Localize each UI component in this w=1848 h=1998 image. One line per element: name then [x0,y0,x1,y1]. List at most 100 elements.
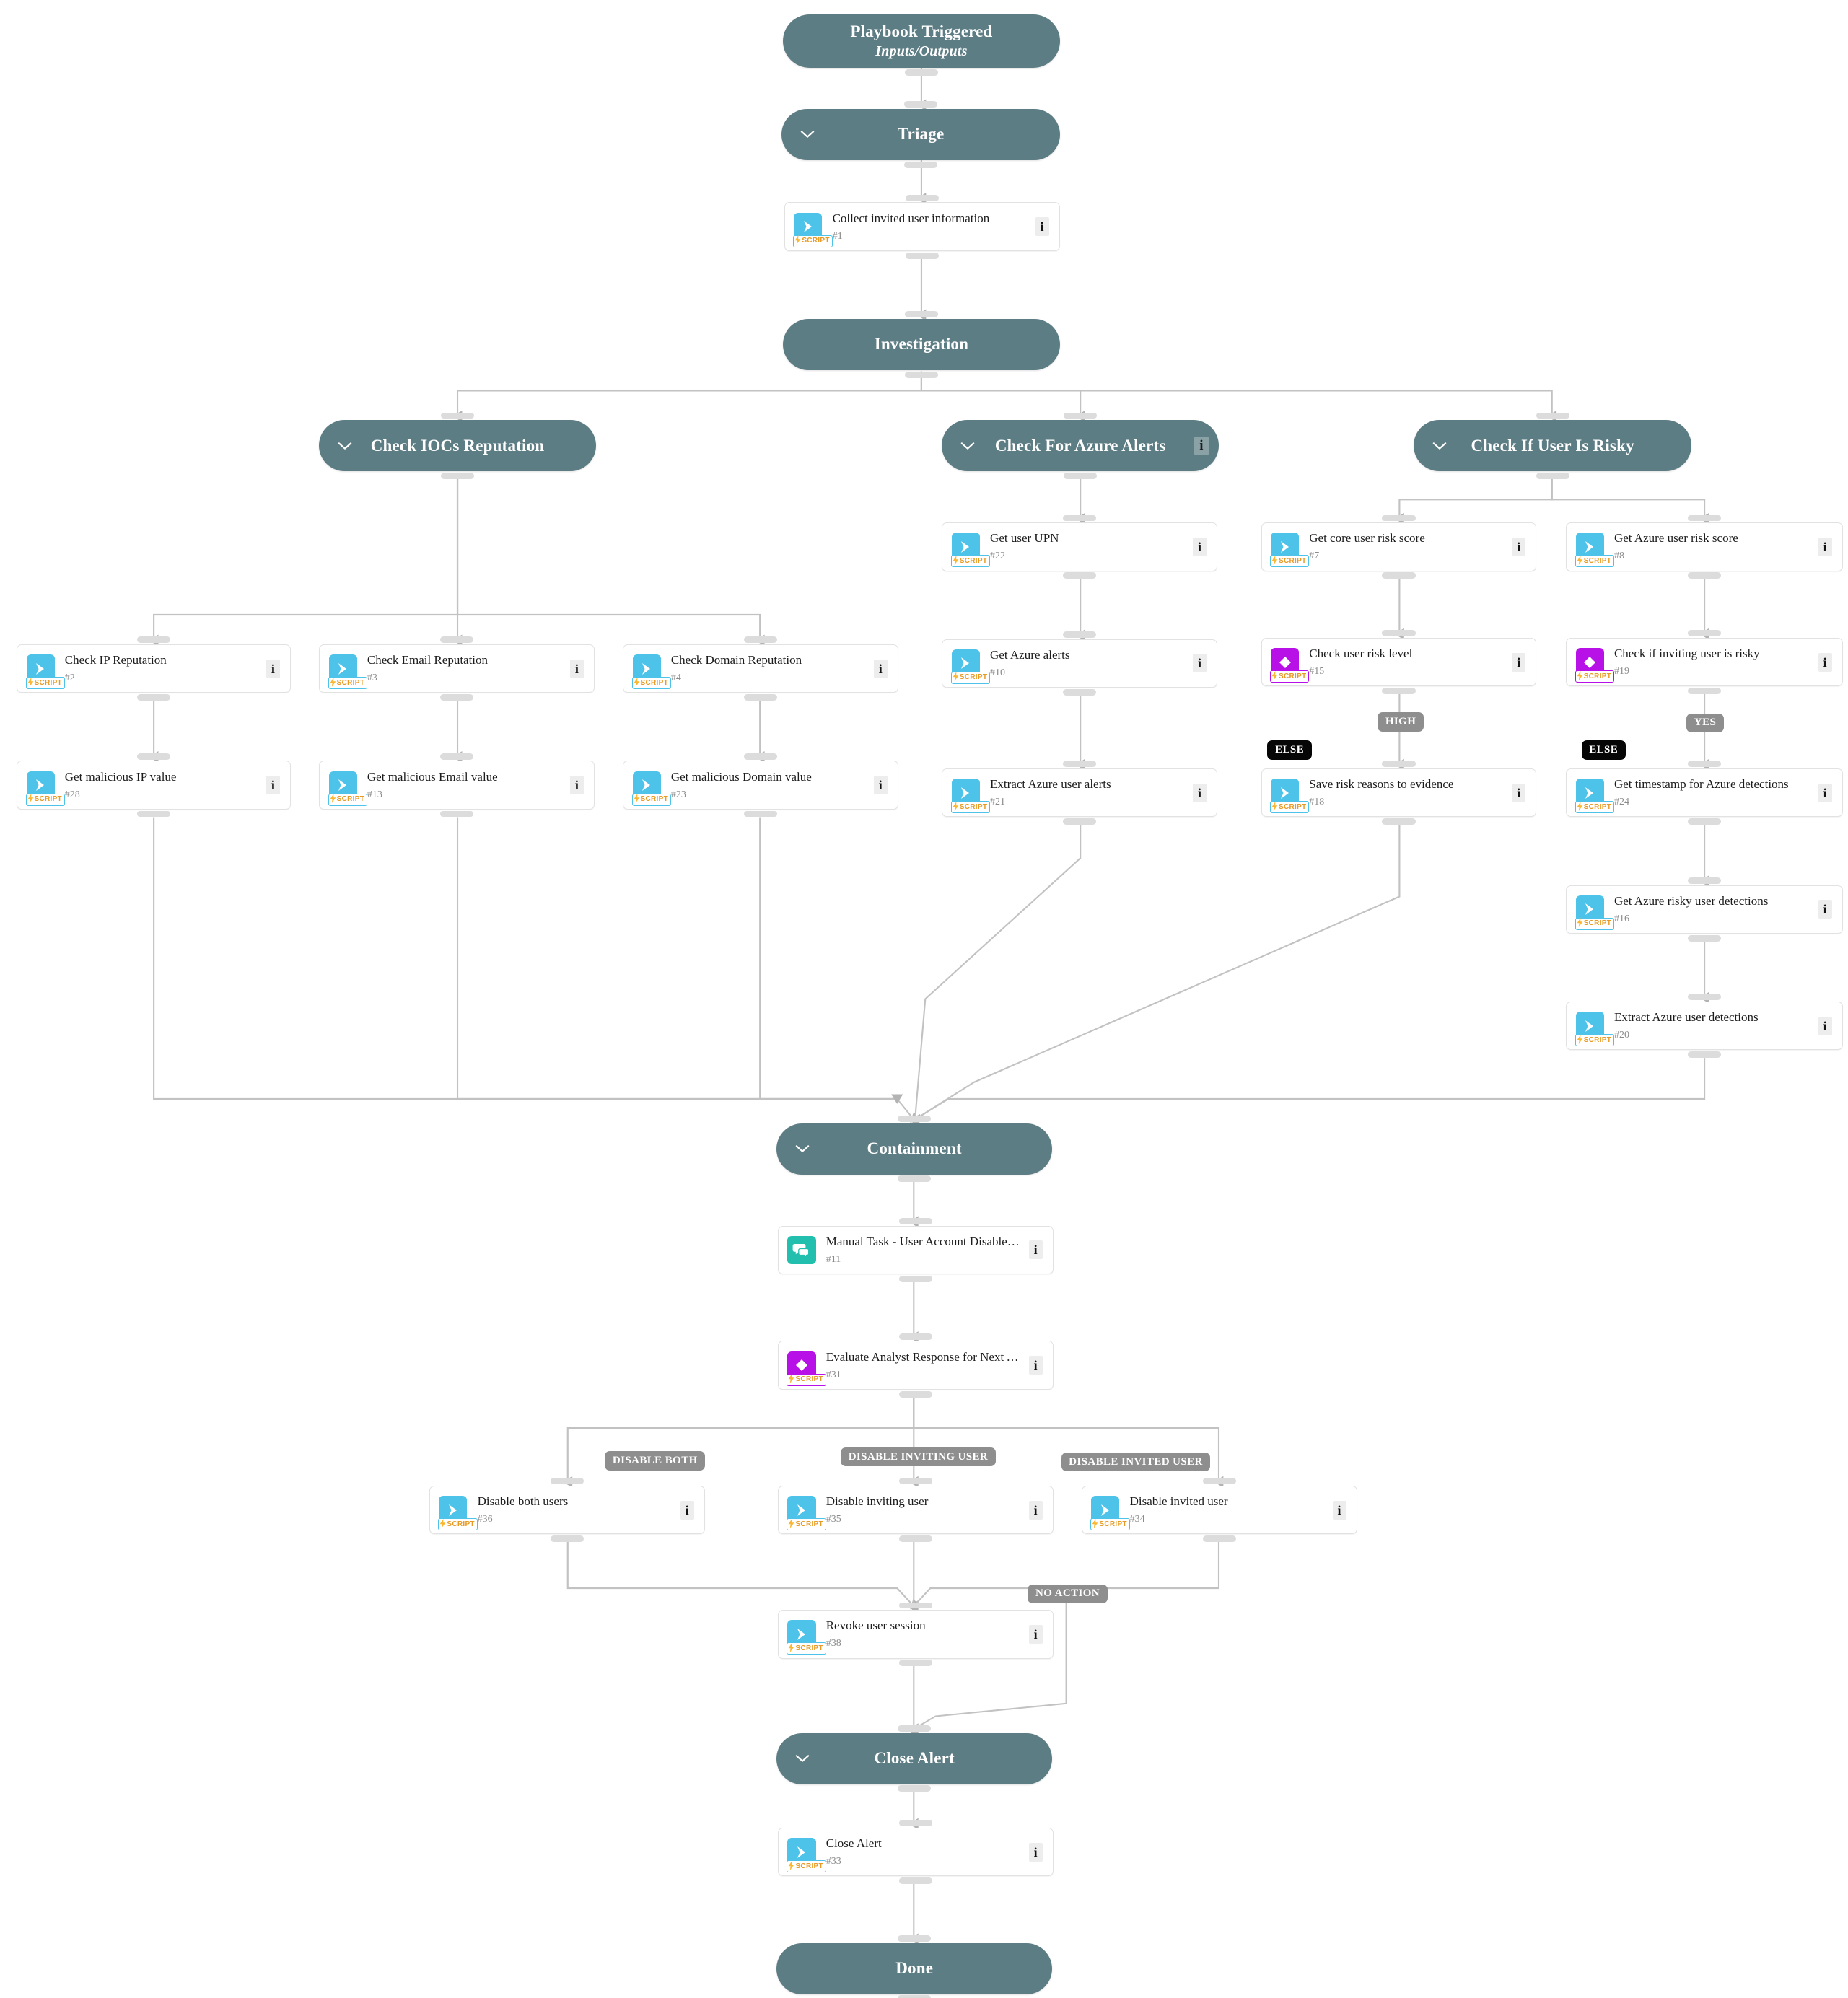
branch-badge-label: NO ACTION [1035,1587,1100,1600]
info-icon[interactable]: i [1192,654,1207,673]
branch-badge-disable-invited[interactable]: DISABLE INVITED USER [1061,1452,1211,1472]
bolt-icon [439,1518,446,1530]
info-icon[interactable]: i [1818,900,1832,919]
info-icon[interactable]: i [1028,1842,1043,1862]
task-node-title: Evaluate Analyst Response for Next Actio… [826,1349,1025,1364]
info-icon[interactable]: i [1818,1016,1832,1035]
info-icon[interactable]: i [1028,1500,1043,1520]
info-icon[interactable]: i [1035,217,1049,237]
branch-badge-no-action[interactable]: NO ACTION [1028,1584,1108,1604]
branch-badge-yes[interactable]: YES [1686,713,1724,733]
section-header-investigation[interactable]: Investigation [783,318,1060,370]
bolt-icon [1577,670,1583,683]
branch-badge-else-risky[interactable]: ELSE [1581,740,1626,760]
task-node-body: Get malicious IP value#28 [65,770,266,801]
task-node-11[interactable]: Manual Task - User Account Disablemen…#1… [778,1225,1054,1275]
task-node-body: Disable both users#36 [478,1494,680,1525]
branch-badge-high[interactable]: HIGH [1378,711,1424,732]
info-icon[interactable]: i [266,776,280,795]
chevron-down-icon[interactable] [795,1751,810,1766]
info-icon[interactable]: i [569,776,584,795]
info-icon[interactable]: i [1194,436,1209,455]
branch-badge-else-risk[interactable]: ELSE [1267,740,1312,760]
bolt-icon [1271,555,1278,567]
info-icon[interactable]: i [1818,652,1832,672]
info-icon[interactable]: i [1818,537,1832,556]
branch-badge-disable-both[interactable]: DISABLE BOTH [605,1451,706,1471]
info-icon[interactable]: i [266,659,280,678]
chevron-down-icon[interactable] [960,439,975,453]
info-icon[interactable]: i [1028,1240,1043,1260]
chevron-down-icon[interactable] [1432,439,1447,453]
section-header-done[interactable]: Done [776,1942,1053,1994]
info-icon[interactable]: i [1512,537,1526,556]
connector-stub [905,194,939,201]
section-header-user-risky[interactable]: Check If User Is Risky [1413,420,1692,472]
task-node-title: Extract Azure user detections [1613,1010,1759,1025]
info-icon[interactable]: i [1192,537,1207,556]
info-icon[interactable]: i [1512,783,1526,802]
info-icon[interactable]: i [1332,1500,1346,1520]
script-badge: SCRIPT [1575,801,1615,814]
info-icon[interactable]: i [1028,1356,1043,1375]
section-header-iocs[interactable]: Check IOCs Reputation [319,420,596,472]
info-icon[interactable]: i [1192,783,1207,802]
task-node-body: Check IP Reputation#2 [65,653,266,684]
section-header-containment[interactable]: Containment [776,1123,1053,1175]
task-node-body: Revoke user session#38 [826,1618,1029,1649]
branch-badge-disable-inviting[interactable]: DISABLE INVITING USER [841,1447,996,1467]
script-task-icon: SCRIPT [787,1496,826,1531]
task-node-title: Close Alert [826,1836,882,1851]
info-icon[interactable]: i [1028,1624,1043,1644]
connector-stub [1687,688,1722,695]
section-header-label: Check If User Is Risky [1471,436,1634,455]
info-icon[interactable]: i [1818,783,1832,802]
chevron-down-icon[interactable] [338,439,352,453]
task-node-number: #33 [826,1856,841,1867]
connector-stub [1202,1535,1236,1543]
task-node-title: Get Azure user risk score [1613,531,1738,545]
info-icon[interactable]: i [569,659,584,678]
chevron-down-icon[interactable] [795,1142,810,1156]
task-node-number: #36 [477,1514,493,1525]
connector-stub [440,694,474,701]
info-icon[interactable]: i [1512,652,1526,672]
info-icon[interactable]: i [873,659,888,678]
section-header-close-alert[interactable]: Close Alert [776,1732,1053,1784]
chevron-down-icon[interactable] [800,127,815,141]
connector-stub [1382,514,1416,522]
task-node-number: #8 [1613,551,1624,562]
info-icon[interactable]: i [680,1500,694,1520]
bolt-icon [1092,1518,1098,1530]
info-icon[interactable]: i [873,776,888,795]
script-badge: SCRIPT [950,801,991,814]
section-header-triage[interactable]: Triage [781,108,1060,160]
connector-stub [1064,472,1098,479]
